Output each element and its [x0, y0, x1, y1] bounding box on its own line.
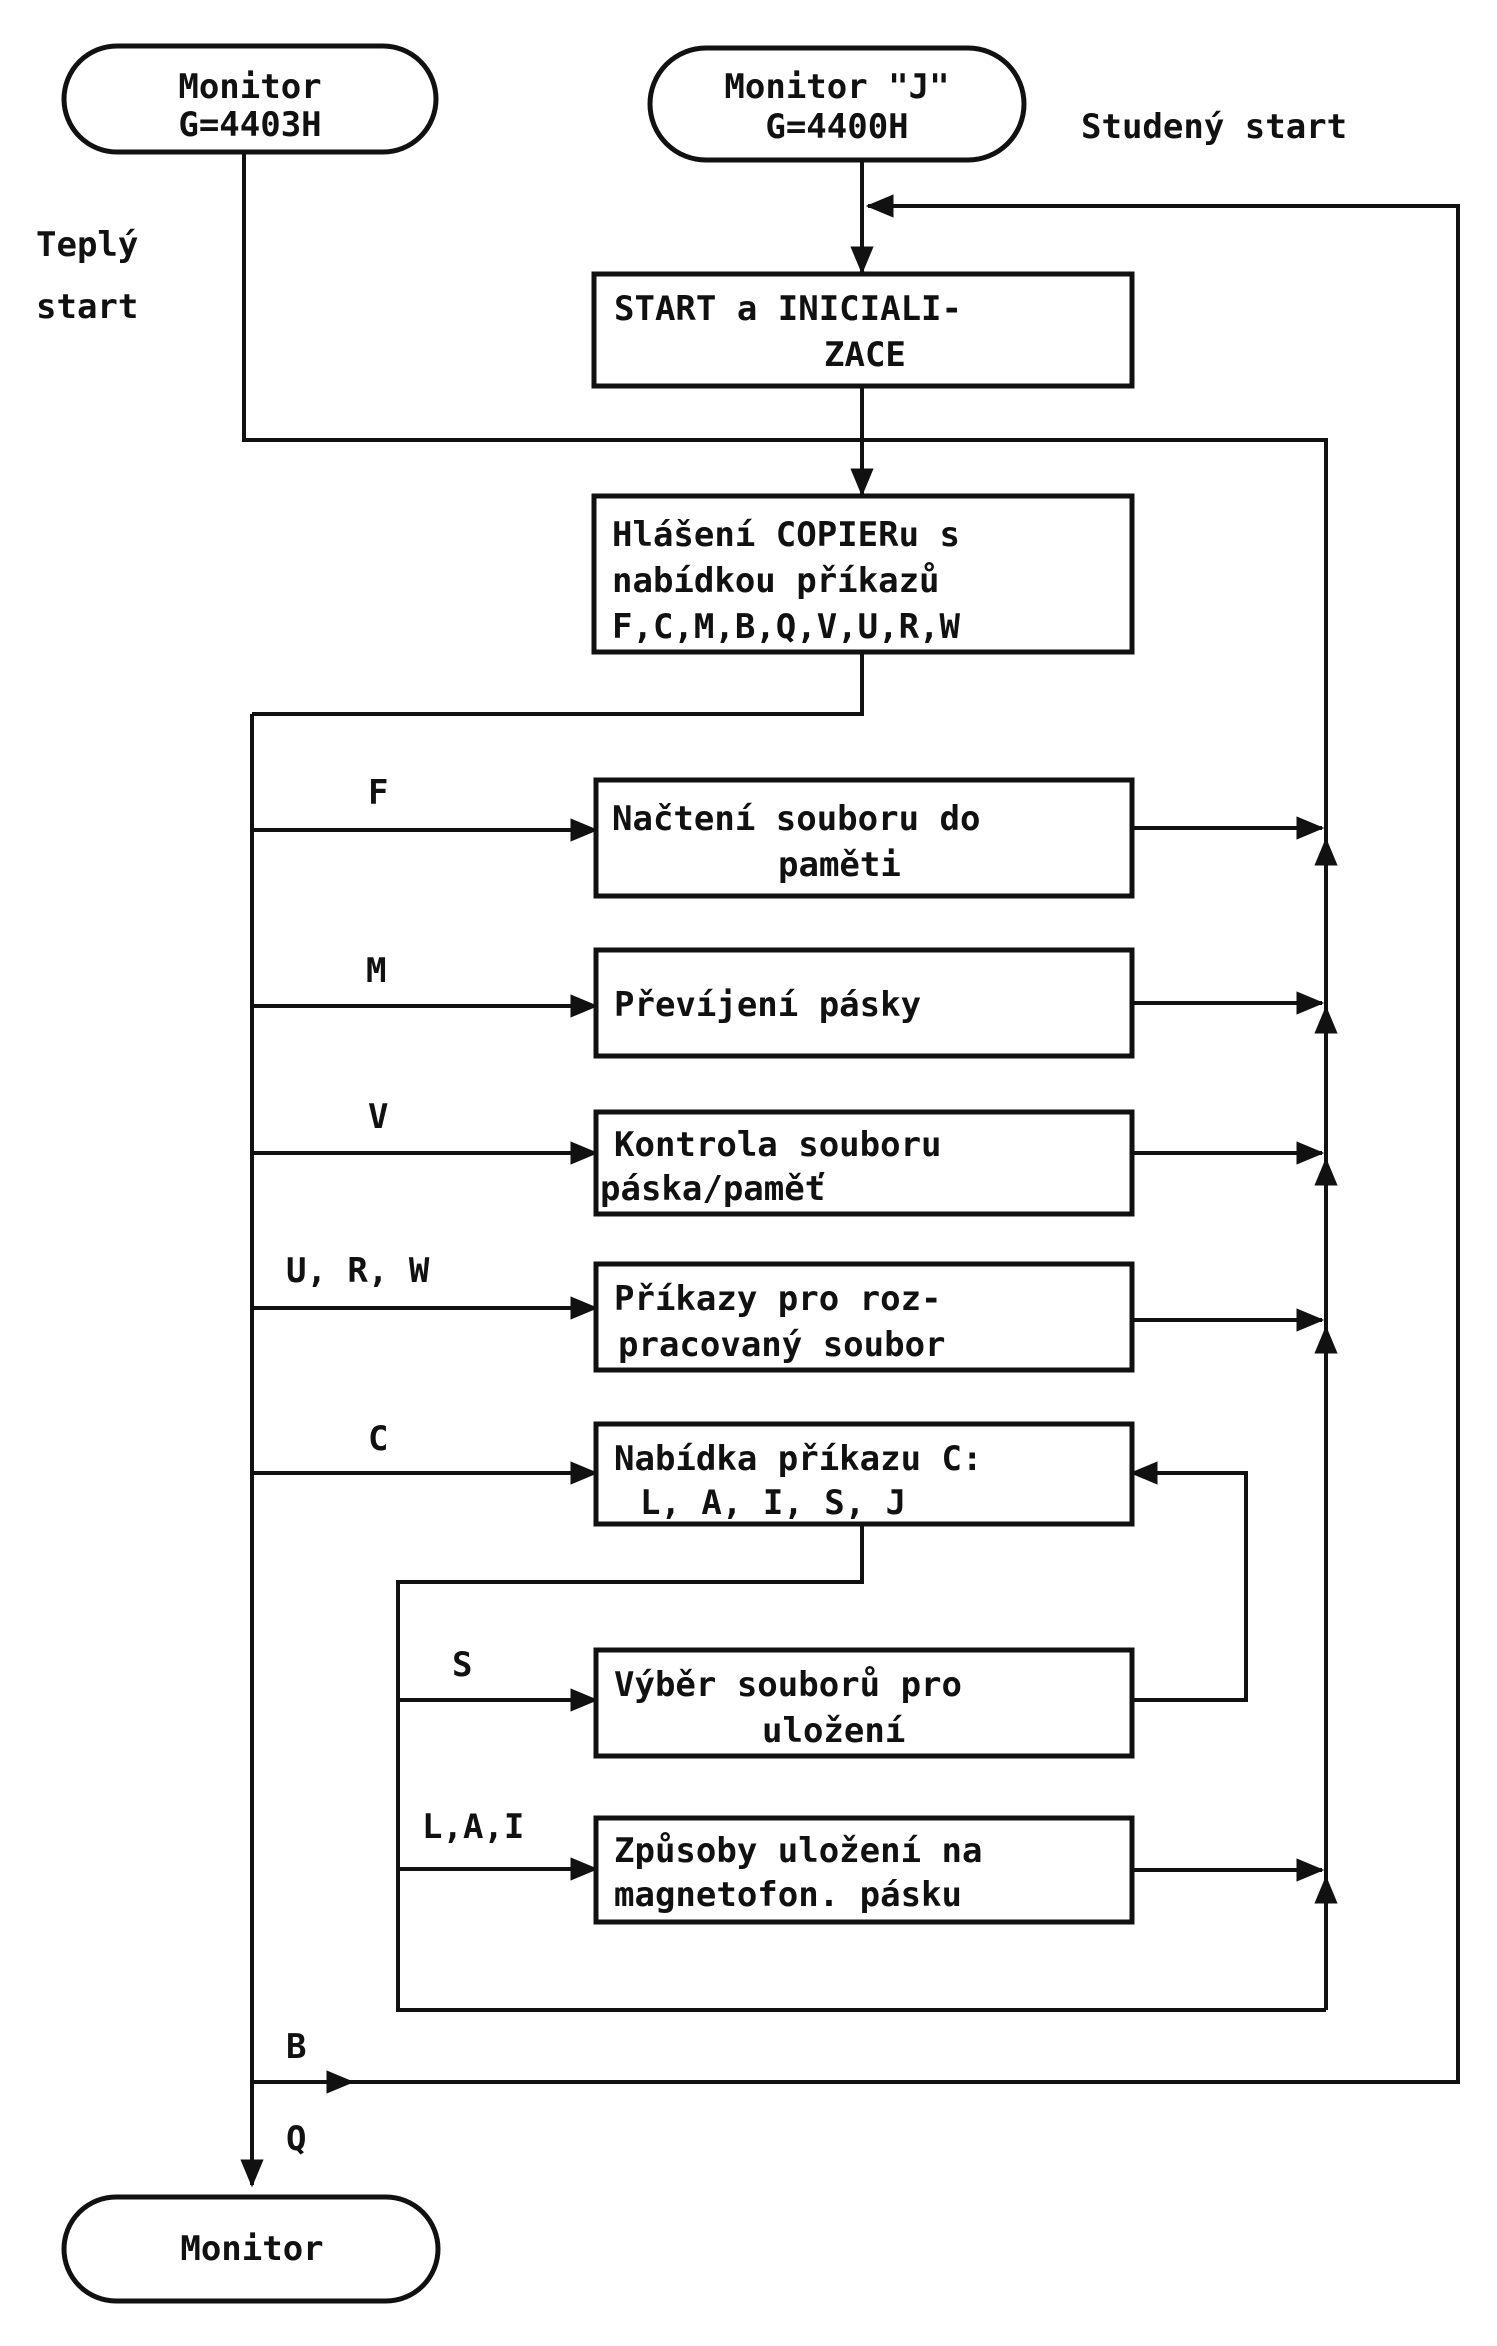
box-commands: Příkazy pro roz- pracovaný soubor [593, 1261, 1135, 1373]
terminal-text: Monitor [180, 2229, 323, 2269]
branch-label-b: B [286, 2027, 306, 2067]
box-text: Kontrola souboru [614, 1125, 942, 1165]
warm-start-label: start [36, 287, 138, 327]
box-select: Výběr souborů pro uložení [593, 1647, 1135, 1759]
box-text: magnetofon. pásku [614, 1875, 962, 1915]
box-text: paměti [778, 845, 901, 885]
connectors [240, 150, 1460, 2188]
box-verify: Kontrola souboru páska/paměť [593, 1109, 1135, 1217]
box-text: nabídkou příkazů [612, 561, 940, 601]
cold-start-label: Studený start [1081, 107, 1347, 147]
box-text: Hlášení COPIERu s [612, 515, 960, 555]
branch-label-m: M [366, 951, 386, 991]
box-text: Nabídka příkazu C: [614, 1439, 982, 1479]
c-menu-to-sub-bus-line [396, 1522, 1326, 2012]
terminal-cold-monitor: Monitor "J" G=4400H [647, 45, 1027, 163]
branch-label-f: F [368, 773, 388, 813]
box-text: uložení [762, 1711, 905, 1751]
warm-start-line [242, 150, 868, 442]
box-text: Způsoby uložení na [614, 1831, 982, 1871]
box-load: Načtení souboru do paměti [593, 777, 1135, 899]
box-text: páska/paměť [600, 1169, 825, 1209]
box-menu: Hlášení COPIERu s nabídkou příkazů F,C,M… [591, 493, 1135, 655]
box-text: pracovaný soubor [618, 1325, 946, 1365]
box-c-menu: Nabídka příkazu C: L, A, I, S, J [593, 1421, 1135, 1527]
branch-label-urw: U, R, W [286, 1251, 430, 1291]
terminal-text: Monitor [178, 67, 321, 107]
box-text: F,C,M,B,Q,V,U,R,W [612, 607, 961, 647]
warm-start-label: Teplý [36, 225, 138, 265]
box-init: START a INICIALI- ZACE [591, 271, 1135, 389]
branch-label-q: Q [286, 2119, 306, 2159]
box-text: START a INICIALI- [614, 289, 962, 329]
branch-label-c: C [368, 1419, 388, 1459]
box-text: Převíjení pásky [614, 985, 921, 1025]
branch-label-s: S [452, 1645, 472, 1685]
terminal-text: G=4400H [765, 107, 908, 147]
box-save: Způsoby uložení na magnetofon. pásku [593, 1815, 1135, 1925]
terminal-text: Monitor "J" [724, 67, 949, 107]
branch-label-v: V [368, 1097, 388, 1137]
terminal-text: G=4403H [178, 105, 321, 145]
select-return-line [1129, 1461, 1248, 1702]
box-rewind: Převíjení pásky [593, 947, 1135, 1059]
branch-label-lai: L,A,I [422, 1807, 524, 1847]
menu-to-bus-line [252, 653, 864, 716]
return-bus-line [868, 438, 1328, 2010]
box-text: Načtení souboru do [612, 799, 980, 839]
box-text: Příkazy pro roz- [614, 1279, 942, 1319]
terminal-warm-monitor: Monitor G=4403H [61, 43, 439, 155]
box-text: Výběr souborů pro [614, 1665, 962, 1705]
terminal-end-monitor: Monitor [61, 2194, 441, 2304]
box-text: L, A, I, S, J [640, 1483, 906, 1523]
outer-loop-line [252, 194, 1460, 2084]
box-text: ZACE [824, 335, 906, 375]
